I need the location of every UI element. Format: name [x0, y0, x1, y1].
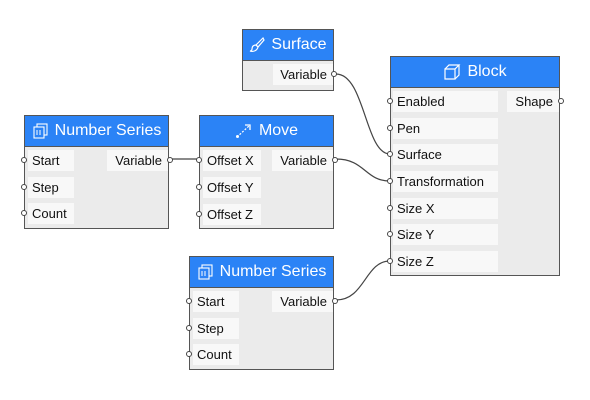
- input-connector[interactable]: [387, 151, 393, 157]
- input-port-start[interactable]: Start: [193, 291, 239, 312]
- input-port-offset-z[interactable]: Offset Z: [203, 204, 261, 225]
- input-port-transformation[interactable]: Transformation: [393, 171, 498, 192]
- input-port-count[interactable]: Count: [193, 344, 239, 365]
- output-connector[interactable]: [332, 298, 338, 304]
- input-connector[interactable]: [186, 351, 192, 357]
- number-series-icon: [197, 264, 214, 280]
- number-series-icon: [32, 123, 49, 139]
- wire-surface-to-block-surface: [335, 73, 391, 155]
- input-port-surface[interactable]: Surface: [393, 144, 498, 165]
- input-port-size-y[interactable]: Size Y: [393, 224, 498, 245]
- input-port-offset-y[interactable]: Offset Y: [203, 177, 261, 198]
- brush-icon: [249, 37, 266, 53]
- input-connector[interactable]: [196, 211, 202, 217]
- input-port-count[interactable]: Count: [28, 203, 74, 224]
- surface-node[interactable]: Surface Variable: [242, 29, 337, 91]
- input-port-enabled[interactable]: Enabled: [393, 91, 498, 112]
- output-port-variable[interactable]: Variable: [272, 291, 333, 312]
- move-arrow-icon: [235, 123, 253, 139]
- wire-series2-to-block-sizez: [335, 260, 391, 301]
- number-series-node-header[interactable]: Number Series: [25, 116, 168, 147]
- input-port-size-z[interactable]: Size Z: [393, 251, 498, 272]
- node-title: Surface: [271, 36, 327, 53]
- input-connector[interactable]: [196, 184, 202, 190]
- output-port-variable[interactable]: Variable: [107, 150, 168, 171]
- number-series-node-1[interactable]: Number Series Start Step Count Variable: [21, 115, 173, 229]
- output-port-shape[interactable]: Shape: [507, 91, 559, 112]
- wire-move-to-block-transformation: [335, 158, 391, 182]
- input-connector[interactable]: [21, 184, 27, 190]
- number-series-node-2[interactable]: Number Series Start Step Count Variable: [186, 256, 338, 370]
- node-title: Move: [258, 122, 299, 139]
- output-connector[interactable]: [332, 157, 338, 163]
- cube-icon: [443, 63, 461, 81]
- move-node[interactable]: Move Offset X Offset Y Offset Z Variable: [196, 115, 338, 229]
- block-node-header[interactable]: Block: [391, 57, 559, 88]
- input-port-start[interactable]: Start: [28, 150, 74, 171]
- input-connector[interactable]: [387, 98, 393, 104]
- block-node[interactable]: Block Enabled Pen Surface Transformation…: [387, 56, 564, 276]
- input-port-size-x[interactable]: Size X: [393, 198, 498, 219]
- input-port-step[interactable]: Step: [28, 177, 74, 198]
- input-connector[interactable]: [387, 231, 393, 237]
- input-connector[interactable]: [387, 125, 393, 131]
- input-connector[interactable]: [186, 298, 192, 304]
- input-connector[interactable]: [21, 157, 27, 163]
- surface-node-header[interactable]: Surface: [243, 30, 333, 61]
- node-title: Number Series: [54, 122, 162, 139]
- output-connector[interactable]: [558, 98, 564, 104]
- output-connector[interactable]: [331, 71, 337, 77]
- input-connector[interactable]: [196, 157, 202, 163]
- input-port-pen[interactable]: Pen: [393, 118, 498, 139]
- move-node-header[interactable]: Move: [200, 116, 333, 147]
- input-port-offset-x[interactable]: Offset X: [203, 150, 261, 171]
- input-connector[interactable]: [186, 325, 192, 331]
- input-port-step[interactable]: Step: [193, 318, 239, 339]
- output-connector[interactable]: [167, 157, 173, 163]
- number-series-node-header[interactable]: Number Series: [190, 257, 333, 288]
- input-connector[interactable]: [387, 178, 393, 184]
- output-port-variable[interactable]: Variable: [272, 150, 333, 171]
- output-port-variable[interactable]: Variable: [273, 64, 333, 85]
- input-connector[interactable]: [387, 258, 393, 264]
- input-connector[interactable]: [387, 205, 393, 211]
- node-title: Block: [467, 63, 507, 80]
- node-title: Number Series: [219, 263, 327, 280]
- input-connector[interactable]: [21, 210, 27, 216]
